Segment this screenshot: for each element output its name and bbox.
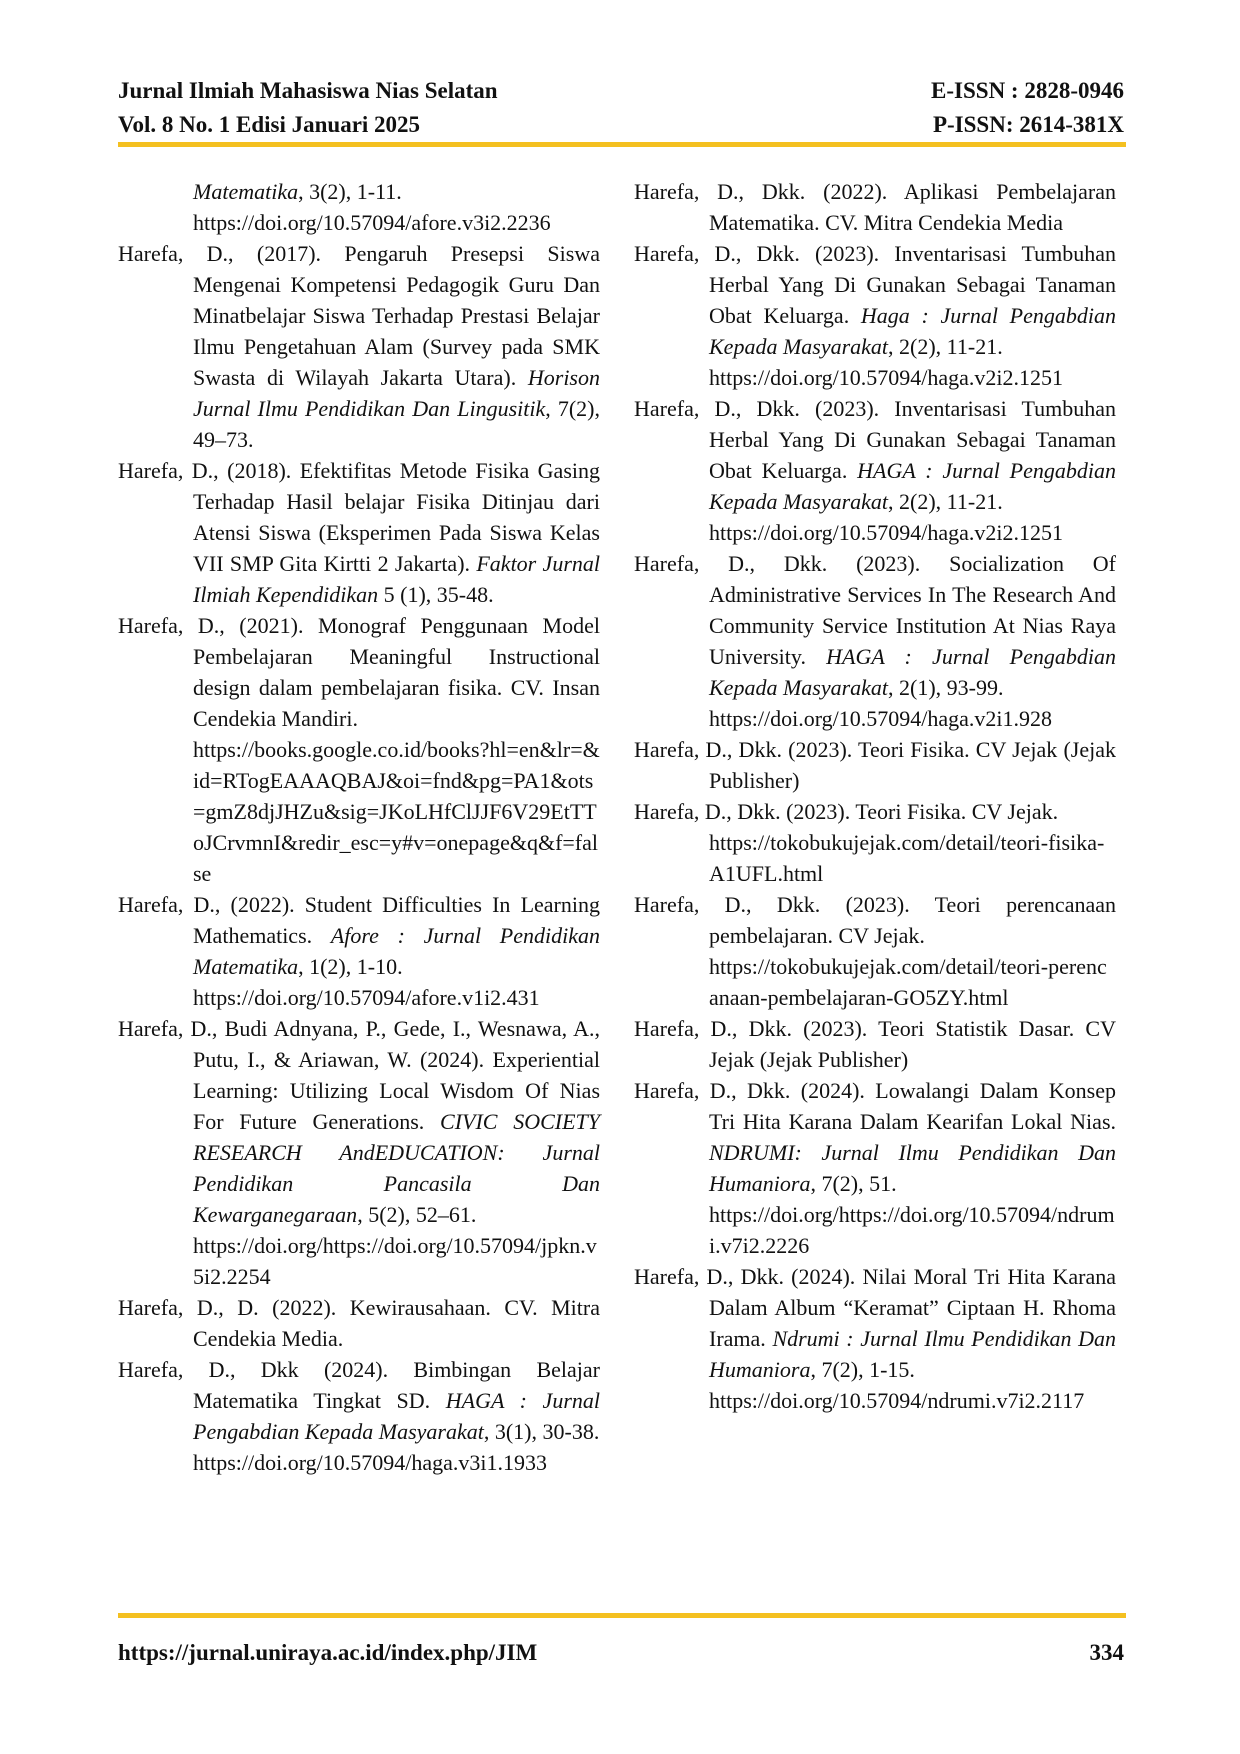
reference-entry: Harefa, D., Dkk. (2024). Nilai Moral Tri…: [634, 1261, 1116, 1416]
reference-source-title: Afore : Jurnal Pendidikan Matematika: [193, 923, 600, 979]
reference-volume-pages: , 3(1), 30-38.: [483, 1419, 600, 1444]
reference-source-title: HAGA : Jurnal Pengabdian Kepada Masyarak…: [709, 644, 1116, 700]
reference-entry: Matematika, 3(2), 1-11. https://doi.org/1…: [118, 176, 600, 238]
reference-text: Harefa, D., (2022). Student Difficulties…: [118, 892, 600, 948]
reference-link[interactable]: https://doi.org/10.57094/haga.v2i2.1251: [709, 365, 1064, 390]
reference-link[interactable]: https://tokobukujejak.com/detail/teori-p…: [709, 954, 1107, 1010]
reference-source-title: Horison Jurnal Ilmu Pendidikan Dan Lingu…: [193, 365, 600, 421]
reference-text: Harefa, D., Dkk (2024). Bimbingan Belaja…: [118, 1357, 600, 1413]
reference-text: Harefa, D., Dkk. (2022). Aplikasi Pembel…: [634, 179, 1116, 235]
reference-text: Harefa, D., Dkk. (2024). Nilai Moral Tri…: [634, 1264, 1116, 1351]
reference-entry: Harefa, D., (2021). Monograf Penggunaan …: [118, 610, 600, 889]
reference-volume-pages: 5 (1), 35-48.: [378, 582, 494, 607]
reference-text: Harefa, D., (2021). Monograf Penggunaan …: [118, 613, 600, 731]
reference-source-title: HAGA : Jurnal Pengabdian Kepada Masyarak…: [709, 458, 1116, 514]
reference-entry: Harefa, D., Dkk. (2023). Teori perencana…: [634, 889, 1116, 1013]
reference-link[interactable]: https://doi.org/https://doi.org/10.57094…: [193, 1233, 597, 1289]
reference-volume-pages: , 5(2), 52–61.: [357, 1202, 477, 1227]
footer-rule: [118, 1613, 1126, 1618]
page-header: Jurnal Ilmiah Mahasiswa Nias Selatan E-I…: [118, 74, 1124, 142]
reference-entry: Harefa, D., Dkk. (2023). Inventarisasi T…: [634, 393, 1116, 548]
reference-text: Harefa, D., Dkk. (2023). Teori perencana…: [634, 892, 1116, 948]
footer-url[interactable]: https://jurnal.uniraya.ac.id/index.php/J…: [118, 1640, 538, 1665]
reference-text: Harefa, D., Budi Adnyana, P., Gede, I., …: [118, 1016, 600, 1134]
reference-entry: Harefa, D., Budi Adnyana, P., Gede, I., …: [118, 1013, 600, 1292]
reference-source-title: NDRUMI: Jurnal Ilmu Pendidikan Dan Human…: [709, 1140, 1116, 1196]
reference-text: Harefa, D., D. (2022). Kewirausahaan. CV…: [118, 1295, 600, 1351]
reference-source-title: Ndrumi : Jurnal Ilmu Pendidikan Dan Huma…: [709, 1326, 1117, 1382]
reference-text: Harefa, D., Dkk. (2023). Teori Fisika. C…: [634, 737, 1116, 793]
reference-entry: Harefa, D., (2022). Student Difficulties…: [118, 889, 600, 1013]
eissn: E-ISSN : 2828-0946: [931, 78, 1124, 103]
reference-text: Harefa, D., Dkk. (2023). Socialization O…: [634, 551, 1116, 669]
reference-text: Harefa, D., Dkk. (2024). Lowalangi Dalam…: [634, 1078, 1116, 1134]
reference-entry: Harefa, D., (2018). Efektifitas Metode F…: [118, 455, 600, 610]
references-left-column: Matematika, 3(2), 1-11. https://doi.org/1…: [118, 176, 600, 1478]
reference-link[interactable]: https://doi.org/10.57094/haga.v3i1.1933: [193, 1450, 548, 1475]
pissn: P-ISSN: 2614-381X: [932, 112, 1124, 137]
reference-entry: Harefa, D., (2017). Pengaruh Presepsi Si…: [118, 238, 600, 455]
reference-volume-pages: , 2(2), 11-21.: [888, 489, 1003, 514]
reference-entry: Harefa, D., Dkk. (2023). Socialization O…: [634, 548, 1116, 734]
reference-link[interactable]: https://doi.org/10.57094/afore.v1i2.431: [193, 985, 540, 1010]
reference-text: Harefa, D., Dkk. (2023). Teori Statistik…: [634, 1016, 1116, 1072]
header-rule: [118, 142, 1126, 147]
reference-volume-pages: , 1(2), 1-10.: [298, 954, 403, 979]
reference-volume-pages: , 3(2), 1-11.: [298, 179, 402, 204]
reference-entry: Harefa, D., Dkk. (2024). Lowalangi Dalam…: [634, 1075, 1116, 1261]
reference-volume-pages: , 7(2), 51.: [810, 1171, 897, 1196]
reference-source-title: Haga : Jurnal Pengabdian Kepada Masyarak…: [709, 303, 1116, 359]
reference-entry: Harefa, D., Dkk (2024). Bimbingan Belaja…: [118, 1354, 600, 1478]
reference-volume-pages: , 2(1), 93-99.: [888, 675, 1004, 700]
reference-link[interactable]: https://doi.org/10.57094/ndrumi.v7i2.211…: [709, 1388, 1085, 1413]
reference-link[interactable]: https://doi.org/10.57094/haga.v2i2.1251: [709, 520, 1064, 545]
reference-entry: Harefa, D., Dkk. (2023). Inventarisasi T…: [634, 238, 1116, 393]
reference-source-title: CIVIC SOCIETY RESEARCH AndEDUCATION: Jur…: [193, 1109, 600, 1227]
reference-link[interactable]: https://doi.org/10.57094/afore.v3i2.2236: [193, 210, 551, 235]
reference-link[interactable]: https://tokobukujejak.com/detail/teori-f…: [709, 830, 1105, 886]
reference-link[interactable]: https://doi.org/https://doi.org/10.57094…: [709, 1202, 1115, 1258]
reference-source-title: HAGA : Jurnal Pengabdian Kepada Masyarak…: [193, 1388, 600, 1444]
volume-issue: Vol. 8 No. 1 Edisi Januari 2025: [118, 112, 421, 137]
page-footer: https://jurnal.uniraya.ac.id/index.php/J…: [118, 1640, 1124, 1666]
reference-volume-pages: , 7(2), 49–73.: [193, 396, 600, 452]
reference-entry: Harefa, D., D. (2022). Kewirausahaan. CV…: [118, 1292, 600, 1354]
reference-text: Harefa, D., Dkk. (2023). Teori Fisika. C…: [634, 799, 1059, 824]
references-right-column: Harefa, D., Dkk. (2022). Aplikasi Pembel…: [634, 176, 1116, 1416]
reference-entry: Harefa, D., Dkk. (2023). Teori Fisika. C…: [634, 734, 1116, 796]
reference-volume-pages: , 2(2), 11-21.: [888, 334, 1003, 359]
reference-source-title: Matematika: [193, 179, 299, 204]
reference-text: Harefa, D., Dkk. (2023). Inventarisasi T…: [634, 241, 1116, 328]
reference-entry: Harefa, D., Dkk. (2023). Teori Statistik…: [634, 1013, 1116, 1075]
reference-entry: Harefa, D., Dkk. (2022). Aplikasi Pembel…: [634, 176, 1116, 238]
reference-text: Harefa, D., (2018). Efektifitas Metode F…: [118, 458, 600, 576]
page-number: 334: [1089, 1640, 1125, 1665]
reference-link[interactable]: https://doi.org/10.57094/haga.v2i1.928: [709, 706, 1053, 731]
reference-text: Harefa, D., Dkk. (2023). Inventarisasi T…: [634, 396, 1116, 483]
reference-entry: Harefa, D., Dkk. (2023). Teori Fisika. C…: [634, 796, 1116, 889]
reference-volume-pages: , 7(2), 1-15.: [810, 1357, 915, 1382]
journal-name: Jurnal Ilmiah Mahasiswa Nias Selatan: [118, 78, 498, 103]
reference-text: Harefa, D., (2017). Pengaruh Presepsi Si…: [118, 241, 600, 390]
reference-link[interactable]: https://books.google.co.id/books?hl=en&l…: [193, 737, 600, 886]
reference-source-title: Faktor Jurnal Ilmiah Kependidikan: [193, 551, 600, 607]
